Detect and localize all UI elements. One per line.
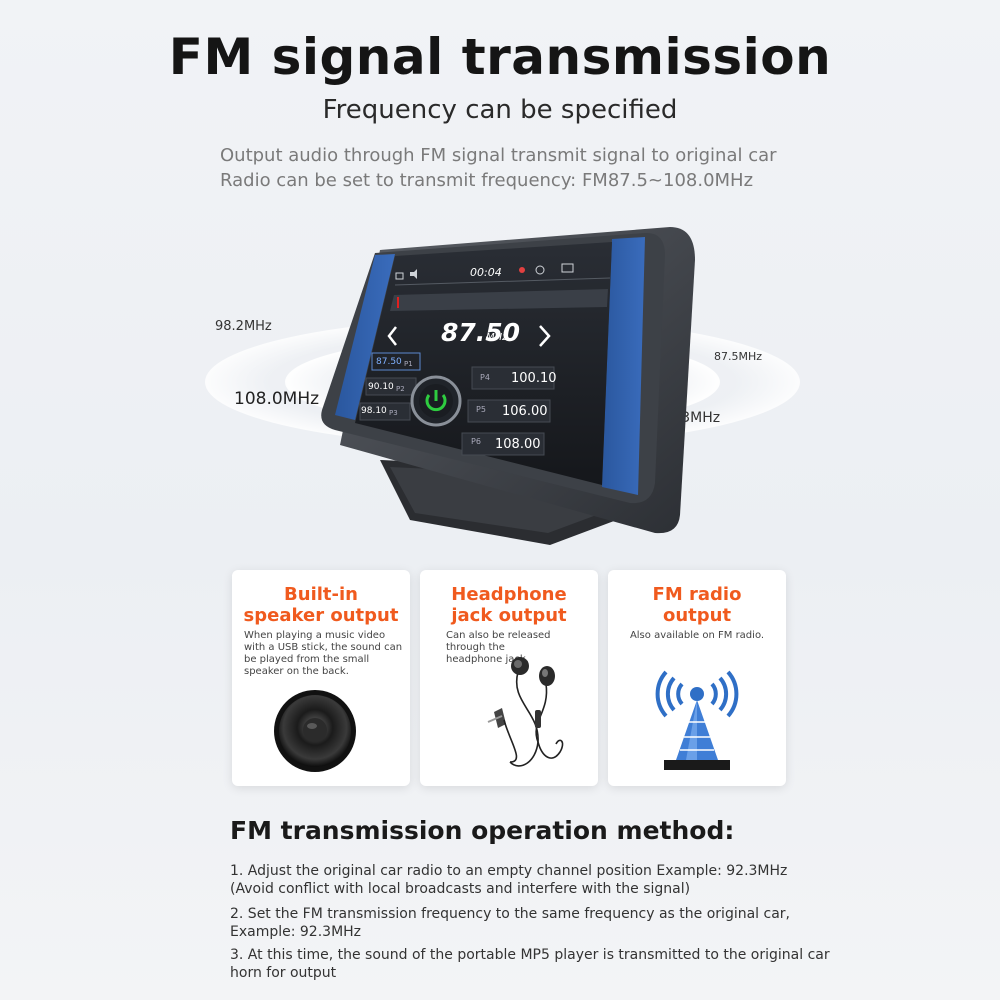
card-title-line: output [662, 605, 732, 626]
page-title: FM signal transmission [168, 28, 832, 86]
preset-value-p6[interactable]: 108.00 [495, 437, 541, 452]
card-title-line: jack output [451, 605, 567, 626]
preset-id-p1: P1 [404, 360, 413, 368]
card-text: Also available on FM radio. [629, 630, 765, 641]
method-step-3: 3. At this time, the sound of the portab… [230, 947, 830, 981]
frequency-label-87-5: 87.5MHz [714, 350, 763, 363]
speaker-icon [274, 690, 356, 772]
earphones-icon [487, 657, 564, 767]
card-title: FM radio output [608, 584, 786, 626]
method-title: FM transmission operation method: [230, 816, 735, 845]
card-title: Built-in speaker output [232, 584, 410, 626]
preset-id-p5: P5 [476, 405, 486, 414]
preset-id-p4: P4 [480, 373, 490, 382]
preset-id-p6: P6 [471, 437, 481, 446]
frequency-label-98-2: 98.2MHz [215, 319, 272, 334]
description: Output audio through FM signal transmit … [220, 145, 777, 191]
card-title-line: FM radio [652, 584, 742, 605]
frequency-label-108-0: 108.0MHz [234, 389, 320, 409]
card-title-line: Built-in [284, 584, 358, 605]
page-subtitle: Frequency can be specified [322, 95, 678, 125]
feature-card-speaker: Built-in speaker output When playing a m… [232, 570, 410, 786]
device-illustration [321, 227, 695, 545]
screen-time: 00:04 [470, 266, 502, 279]
card-text: Can also be released through the headpho… [446, 630, 551, 665]
preset-value-p4[interactable]: 100.10 [511, 371, 557, 386]
card-title-line: Headphone [451, 584, 567, 605]
preset-id-p3: P3 [389, 409, 398, 417]
screen-frequency-unit: MHz [486, 332, 508, 343]
card-title-line: speaker output [243, 605, 399, 626]
preset-value-p3[interactable]: 98.10 [361, 406, 387, 416]
card-title: Headphone jack output [420, 584, 598, 626]
method-step-2: 2. Set the FM transmission frequency to … [230, 906, 790, 940]
screen-frequency: 87.50 [441, 318, 521, 347]
preset-id-p2: P2 [396, 385, 405, 393]
radio-tower-icon [655, 670, 739, 770]
method-step-1: 1. Adjust the original car radio to an e… [230, 863, 788, 897]
preset-value-p1[interactable]: 87.50 [376, 357, 402, 367]
feature-card-fm-radio: FM radio output Also available on FM rad… [608, 570, 786, 786]
preset-value-p5[interactable]: 106.00 [502, 404, 548, 419]
feature-card-headphone: Headphone jack output Can also be releas… [420, 570, 598, 786]
preset-value-p2[interactable]: 90.10 [368, 382, 394, 392]
card-text: When playing a music video with a USB st… [244, 630, 403, 677]
